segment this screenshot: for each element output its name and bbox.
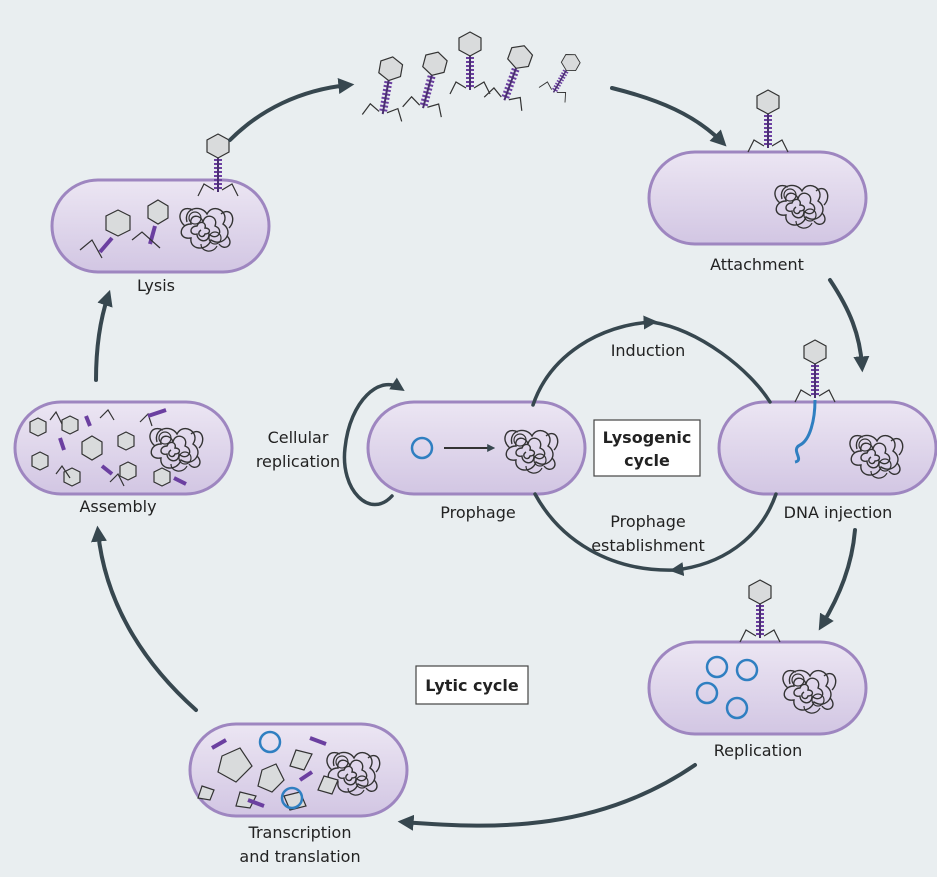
transcription-tails — [211, 736, 327, 808]
cell-dna-injection — [717, 400, 937, 496]
label-induction: Induction — [611, 341, 686, 360]
arrow-assembly-to-lysis — [94, 289, 113, 382]
assembly-tails — [58, 408, 187, 486]
arrow-induction-continue — [650, 320, 772, 404]
arrow-establishment-continue — [533, 492, 677, 572]
cell-attachment — [647, 150, 868, 246]
lysogenic-cycle-box — [593, 419, 701, 477]
label-prophage-establishment-2: establishment — [591, 536, 705, 555]
label-cellular-replication-1: Cellular — [268, 428, 329, 447]
injected-dna-strand — [794, 399, 817, 464]
label-assembly: Assembly — [79, 497, 156, 516]
arrow-attachment-to-injection — [828, 278, 870, 373]
arrow-prophage-establishment — [669, 492, 778, 577]
label-replication: Replication — [714, 741, 803, 760]
lysis-progeny-phages — [79, 199, 169, 259]
label-transcription-1: Transcription — [248, 823, 352, 842]
label-lysogenic-cycle-2: cycle — [624, 451, 670, 470]
arrow-injection-to-replication — [818, 528, 857, 631]
assembly-components — [29, 409, 171, 487]
lytic-cycle-box — [415, 665, 529, 705]
label-transcription-2: and translation — [239, 847, 360, 866]
arrow-lysis-to-release — [228, 78, 355, 142]
arrow-transcription-to-assembly — [91, 525, 198, 712]
replicated-dna-circles — [695, 655, 759, 720]
label-prophage-establishment-1: Prophage — [610, 512, 685, 531]
label-attachment: Attachment — [710, 255, 804, 274]
label-dna-injection: DNA injection — [784, 503, 893, 522]
label-lytic-cycle: Lytic cycle — [425, 676, 519, 695]
label-lysis: Lysis — [137, 276, 175, 295]
arrow-induction — [531, 315, 658, 407]
arrow-release-to-attachment — [610, 86, 727, 147]
transcription-components — [197, 747, 339, 811]
arrow-cellular-replication — [342, 377, 405, 507]
label-prophage: Prophage — [440, 503, 515, 522]
transcription-dna-circles — [258, 730, 304, 810]
arrows — [91, 78, 870, 831]
label-cellular-replication-2: replication — [256, 452, 340, 471]
prophage-dna-circle — [410, 436, 434, 460]
cell-replication — [647, 640, 868, 736]
label-lysogenic-cycle-1: Lysogenic — [603, 428, 692, 447]
arrow-replication-to-transcription — [397, 763, 697, 831]
